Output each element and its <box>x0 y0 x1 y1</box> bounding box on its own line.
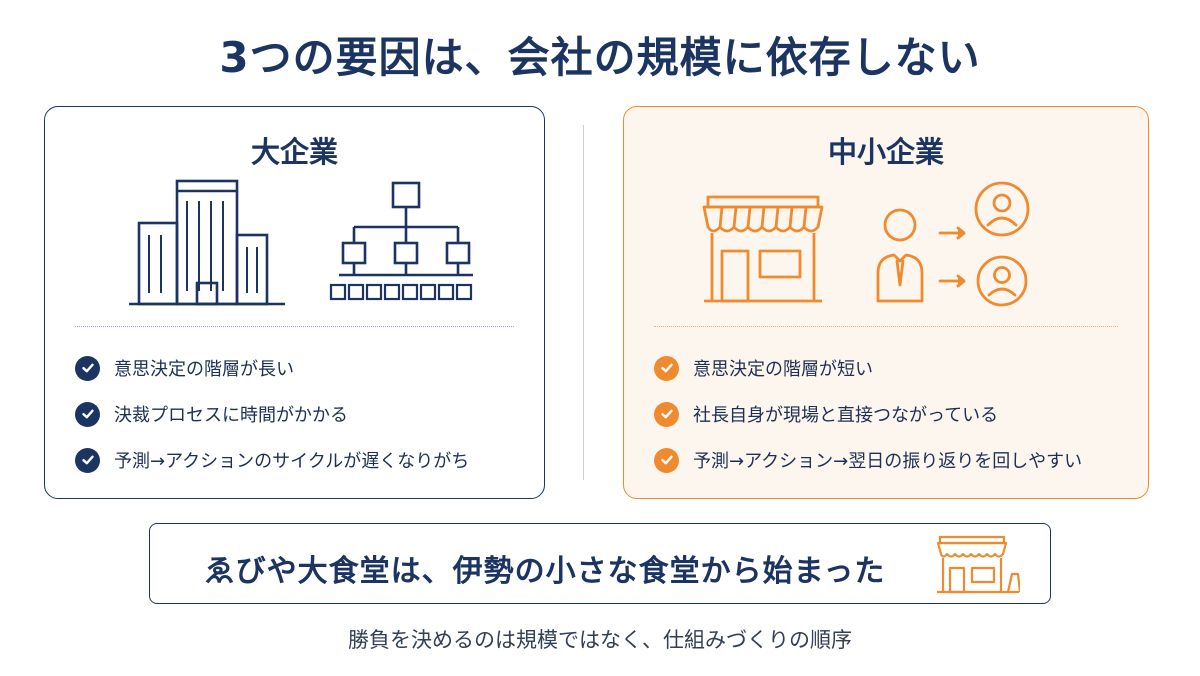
list-item: 意思決定の階層が長い <box>75 345 469 391</box>
list-item: 決裁プロセスに時間がかかる <box>75 391 469 437</box>
footer-message: 勝負を決めるのは規模ではなく、仕組みづくりの順序 <box>348 628 852 652</box>
list-item-text: 決裁プロセスに時間がかかる <box>114 405 348 426</box>
list-item-text: 意思決定の階層が長い <box>114 359 294 380</box>
list-item-text: 予測→アクションのサイクルが遅くなりがち <box>114 451 470 472</box>
small-company-card: 中小企業 意思決定の階層が短い 社長自身が現場と直接つながっている <box>623 106 1149 499</box>
list-item: 予測→アクションのサイクルが遅くなりがち <box>75 437 469 483</box>
large-company-heading: 大企業 <box>250 135 338 169</box>
list-item-text: 予測→アクション→翌日の振り返りを回しやすい <box>693 451 1083 472</box>
list-item-text: 意思決定の階層が短い <box>693 359 873 380</box>
large-company-list: 意思決定の階層が長い 決裁プロセスに時間がかかる 予測→アクションのサイクルが遅… <box>75 345 469 483</box>
small-company-separator <box>654 326 1118 327</box>
banner-text: ゑびや大食堂は、伊勢の小さな食堂から始まった <box>204 554 886 589</box>
storefront-icon <box>936 535 1020 594</box>
small-company-list: 意思決定の階層が短い 社長自身が現場と直接つながっている 予測→アクション→翌日… <box>654 345 1082 483</box>
check-icon <box>654 447 679 473</box>
list-item: 予測→アクション→翌日の振り返りを回しやすい <box>654 437 1082 483</box>
check-icon <box>75 447 100 473</box>
list-item: 意思決定の階層が短い <box>654 345 1082 391</box>
manager-to-people-icon <box>876 181 1030 307</box>
check-icon <box>75 401 100 427</box>
center-divider <box>583 125 584 480</box>
large-company-separator <box>75 326 514 327</box>
check-icon <box>654 355 679 381</box>
list-item: 社長自身が現場と直接つながっている <box>654 391 1082 437</box>
origin-banner: ゑびや大食堂は、伊勢の小さな食堂から始まった <box>149 523 1051 604</box>
page-title: 3つの要因は、会社の規模に依存しない <box>219 33 981 82</box>
list-item-text: 社長自身が現場と直接つながっている <box>693 405 999 426</box>
storefront-icon <box>702 195 824 303</box>
office-buildings-icon <box>129 179 285 306</box>
check-icon <box>654 401 679 427</box>
large-company-card: 大企業 意思決定の階層が長い <box>44 106 545 499</box>
check-icon <box>75 355 100 381</box>
small-company-heading: 中小企業 <box>827 135 944 169</box>
org-chart-icon <box>329 181 473 301</box>
